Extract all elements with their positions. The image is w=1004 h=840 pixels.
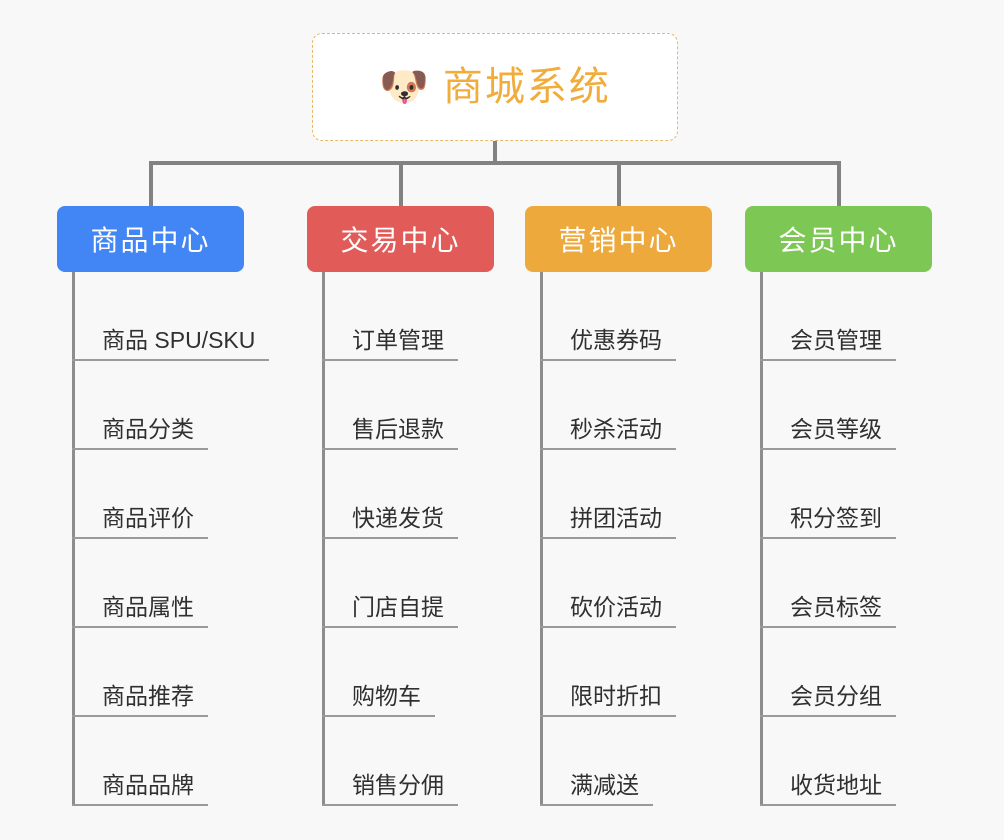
list-item[interactable]: 购物车 [322, 628, 494, 717]
list-item[interactable]: 商品评价 [72, 450, 269, 539]
list-item[interactable]: 商品分类 [72, 361, 269, 450]
list-item[interactable]: 商品推荐 [72, 628, 269, 717]
list-item[interactable]: 快递发货 [322, 450, 494, 539]
list-item[interactable]: 秒杀活动 [540, 361, 712, 450]
connector-drop-member-center [837, 161, 841, 208]
list-item[interactable]: 砍价活动 [540, 539, 712, 628]
leaf-label: 快递发货 [322, 505, 458, 539]
branch-marketing-center: 营销中心 优惠券码 秒杀活动 拼团活动 砍价活动 限时折扣 满减送 [525, 206, 712, 806]
branch-trade-center: 交易中心 订单管理 售后退款 快递发货 门店自提 购物车 销售分佣 [307, 206, 494, 806]
leaf-label: 商品属性 [72, 594, 208, 628]
leaf-label: 销售分佣 [322, 772, 458, 806]
category-title: 营销中心 [558, 225, 679, 256]
leaf-label: 会员标签 [760, 594, 896, 628]
connector-drop-marketing-center [617, 161, 621, 208]
list-item[interactable]: 销售分佣 [322, 717, 494, 806]
list-item[interactable]: 会员标签 [760, 539, 932, 628]
leaf-label: 限时折扣 [540, 683, 676, 717]
list-item[interactable]: 会员分组 [760, 628, 932, 717]
category-header-member-center[interactable]: 会员中心 [745, 206, 932, 272]
branch-member-center: 会员中心 会员管理 会员等级 积分签到 会员标签 会员分组 收货地址 [745, 206, 932, 806]
leaf-label: 门店自提 [322, 594, 458, 628]
list-item[interactable]: 商品 SPU/SKU [72, 272, 270, 361]
list-item[interactable]: 售后退款 [322, 361, 494, 450]
list-item[interactable]: 积分签到 [760, 450, 932, 539]
leaf-label: 会员管理 [760, 327, 896, 361]
branch-product-center: 商品中心 商品 SPU/SKU 商品分类 商品评价 商品属性 商品推荐 商品品牌 [57, 206, 270, 806]
connector-horizontal-bus [149, 161, 841, 165]
list-item[interactable]: 门店自提 [322, 539, 494, 628]
leaf-list-member-center: 会员管理 会员等级 积分签到 会员标签 会员分组 收货地址 [760, 272, 932, 806]
leaf-label: 积分签到 [760, 505, 896, 539]
category-title: 商品中心 [90, 225, 211, 256]
leaf-label: 商品推荐 [72, 683, 208, 717]
leaf-label: 满减送 [540, 772, 653, 806]
leaf-label: 商品品牌 [72, 772, 208, 806]
leaf-label: 商品 SPU/SKU [72, 327, 270, 361]
category-header-trade-center[interactable]: 交易中心 [307, 206, 494, 272]
root-node-title: 商城系统 [442, 65, 611, 109]
leaf-label: 商品分类 [72, 416, 208, 450]
list-item[interactable]: 拼团活动 [540, 450, 712, 539]
leaf-label: 商品评价 [72, 505, 208, 539]
connector-root-stem [493, 141, 497, 165]
leaf-label: 秒杀活动 [540, 416, 676, 450]
leaf-list-product-center: 商品 SPU/SKU 商品分类 商品评价 商品属性 商品推荐 商品品牌 [72, 272, 270, 806]
leaf-label: 会员分组 [760, 683, 896, 717]
list-item[interactable]: 收货地址 [760, 717, 932, 806]
list-item[interactable]: 满减送 [540, 717, 712, 806]
leaf-label: 购物车 [322, 683, 435, 717]
leaf-list-marketing-center: 优惠券码 秒杀活动 拼团活动 砍价活动 限时折扣 满减送 [540, 272, 712, 806]
connector-drop-product-center [149, 161, 153, 208]
leaf-label: 会员等级 [760, 416, 896, 450]
list-item[interactable]: 优惠券码 [540, 272, 712, 361]
leaf-label: 售后退款 [322, 416, 458, 450]
list-item[interactable]: 商品品牌 [72, 717, 269, 806]
leaf-list-trade-center: 订单管理 售后退款 快递发货 门店自提 购物车 销售分佣 [322, 272, 494, 806]
category-header-marketing-center[interactable]: 营销中心 [525, 206, 712, 272]
leaf-label: 砍价活动 [540, 594, 676, 628]
leaf-label: 订单管理 [322, 327, 458, 361]
list-item[interactable]: 会员管理 [760, 272, 932, 361]
leaf-label: 优惠券码 [540, 327, 676, 361]
list-item[interactable]: 商品属性 [72, 539, 269, 628]
list-item[interactable]: 会员等级 [760, 361, 932, 450]
category-title: 交易中心 [340, 225, 461, 256]
category-header-product-center[interactable]: 商品中心 [57, 206, 244, 272]
root-node[interactable]: 🐶 商城系统 [312, 33, 678, 141]
leaf-label: 收货地址 [760, 772, 896, 806]
leaf-label: 拼团活动 [540, 505, 676, 539]
list-item[interactable]: 限时折扣 [540, 628, 712, 717]
shiba-dog-face-icon: 🐶 [379, 65, 429, 109]
list-item[interactable]: 订单管理 [322, 272, 494, 361]
connector-drop-trade-center [399, 161, 403, 208]
category-title: 会员中心 [778, 225, 899, 256]
